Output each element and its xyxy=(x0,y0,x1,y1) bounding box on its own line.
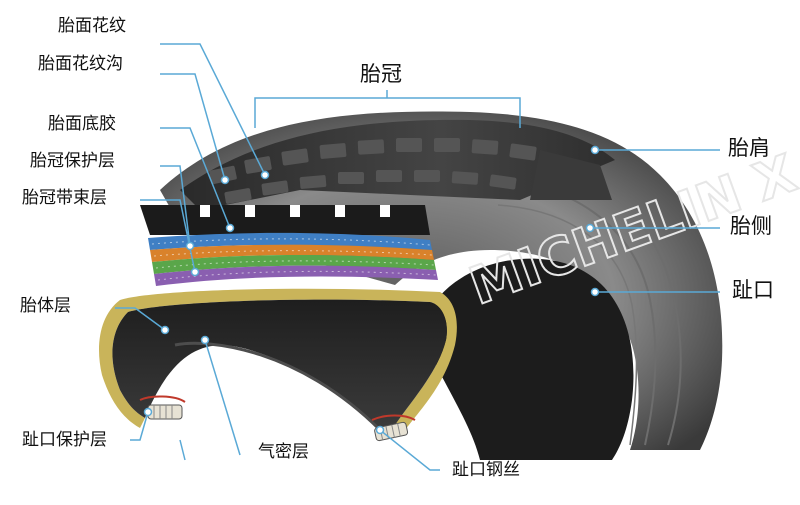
label-bead-wire: 趾口钢丝 xyxy=(452,460,520,480)
label-sidewall: 胎侧 xyxy=(730,214,772,238)
label-bead-protect: 趾口保护层 xyxy=(22,430,107,450)
tread-cut-face xyxy=(140,205,430,235)
leader-lines xyxy=(115,43,720,471)
tread-band xyxy=(180,119,615,210)
label-tread-groove: 胎面花纹沟 xyxy=(38,54,123,74)
carcass-section xyxy=(99,288,457,432)
label-inner-liner: 气密层 xyxy=(258,442,309,462)
leader-dots xyxy=(143,145,600,435)
label-belt: 胎冠带束层 xyxy=(22,188,107,208)
label-carcass: 胎体层 xyxy=(20,296,71,316)
bead-left xyxy=(139,395,186,420)
label-tread-pattern: 胎面花纹 xyxy=(58,16,126,36)
label-tread-base: 胎面底胶 xyxy=(48,114,116,134)
label-shoulder: 胎肩 xyxy=(728,136,770,160)
label-crown-protect: 胎冠保护层 xyxy=(30,151,115,171)
label-bead: 趾口 xyxy=(732,278,774,302)
label-crown: 胎冠 xyxy=(360,62,402,86)
